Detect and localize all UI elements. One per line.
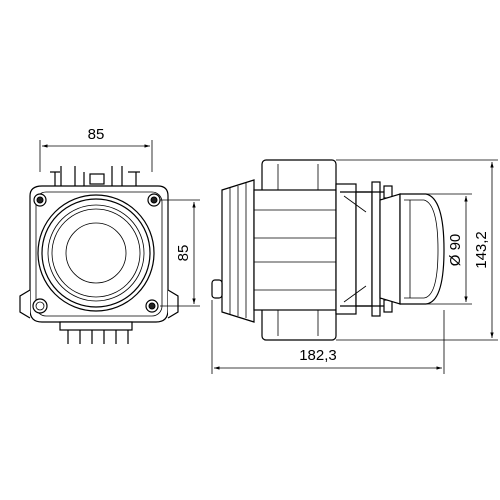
front-width-label: 85 [88, 126, 105, 143]
front-width-dimension: 85 [39, 126, 153, 172]
front-bottom-pins [59, 321, 133, 344]
front-right-bracket [167, 289, 179, 319]
side-main-body [253, 189, 337, 311]
side-length-label: 182,3 [299, 347, 337, 364]
front-top-pins [50, 166, 140, 186]
front-height-label: 85 [175, 245, 192, 262]
side-flange [335, 181, 393, 317]
side-lens-assembly [379, 193, 445, 305]
front-lens [37, 194, 155, 312]
front-corner-screws [32, 193, 161, 314]
front-view: 85 85 [19, 126, 200, 344]
front-height-dimension: 85 [160, 199, 200, 307]
front-housing [29, 185, 169, 323]
lens-diameter-label: Ø 90 [447, 234, 464, 267]
lens-diameter-dimension: Ø 90 [426, 193, 472, 305]
front-left-bracket [19, 289, 31, 319]
side-height-dimension: 143,2 [336, 159, 498, 341]
side-view: 182,3 Ø 90 143,2 [211, 159, 498, 374]
side-height-label: 143,2 [473, 231, 490, 269]
side-length-dimension: 182,3 [211, 300, 445, 374]
